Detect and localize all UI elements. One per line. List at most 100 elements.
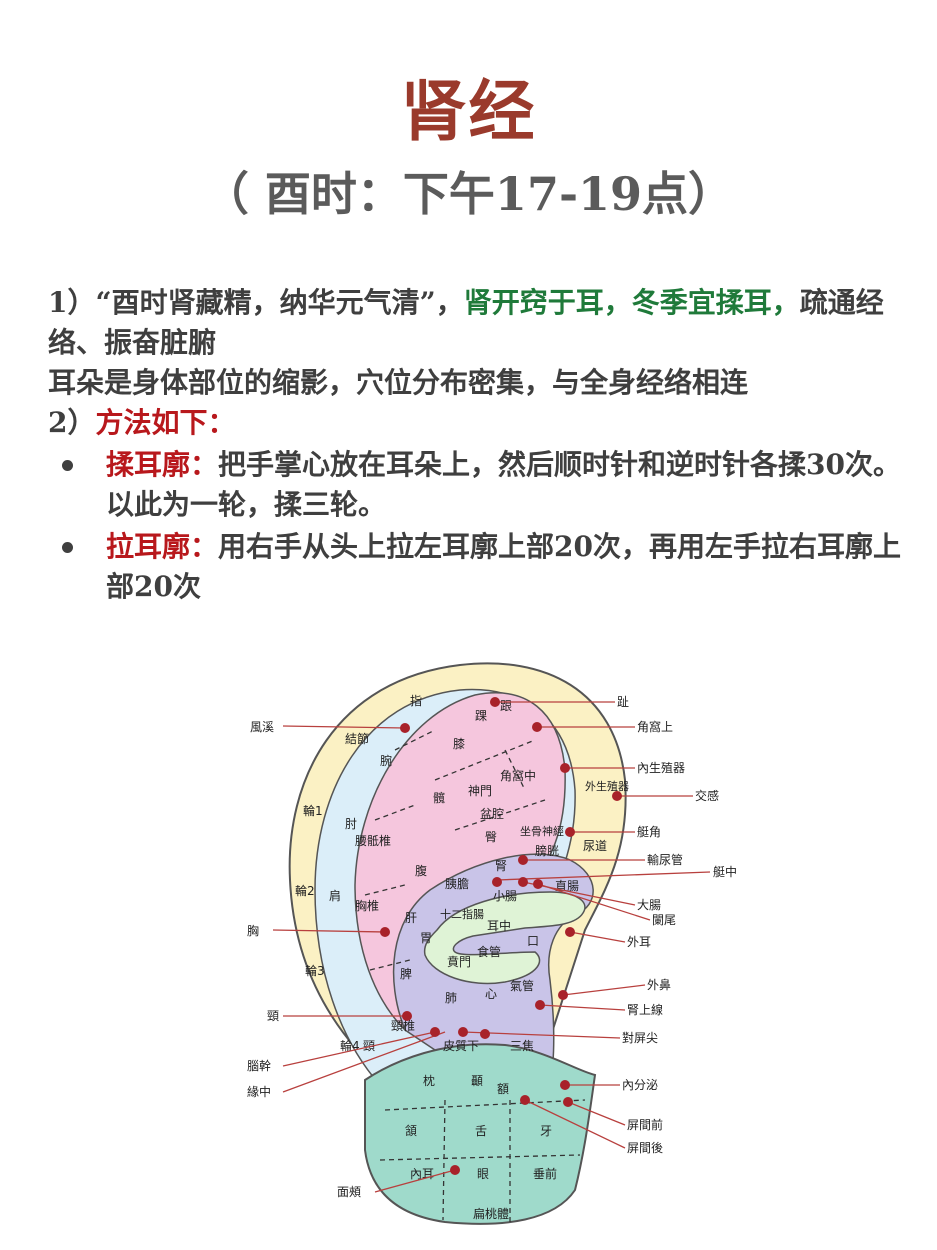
method-name: 揉耳廓： <box>106 448 219 481</box>
label-xin: 心 <box>485 987 497 1001</box>
callouts-right: 趾 角窩上 內生殖器 交感 艇角 輸尿管 艇中 大腸 闌尾 外耳 外鼻 腎上線 … <box>617 695 737 1155</box>
point-shen <box>492 877 502 887</box>
callout-jing: 頸 <box>267 1009 279 1023</box>
label-benmen: 賁門 <box>447 955 471 969</box>
label-pizhixia: 皮質下 <box>443 1038 479 1053</box>
label-niaodao: 尿道 <box>583 839 607 853</box>
point-pingjianqian <box>563 1097 573 1107</box>
point-jiaowoshang <box>532 722 542 732</box>
callout-lanwei: 闌尾 <box>652 913 676 927</box>
callout-fengxi: 風溪 <box>250 720 274 734</box>
ear-svg: 指 結節 腕 肘 肩 胸椎 頸椎 頸 輪1 輪2 輪3 輪4 踝 跟 膝 髖 神… <box>247 662 737 1225</box>
point-dachang <box>518 877 528 887</box>
concha-inner-region <box>423 891 586 985</box>
paragraph-2: 耳朵是身体部位的缩影，穴位分布密集，与全身经络相连 <box>48 366 749 399</box>
point-fengxi <box>400 723 410 733</box>
label-sanjiao: 三焦 <box>510 1039 534 1053</box>
ear-acupoint-diagram: 指 結節 腕 肘 肩 胸椎 頸椎 頸 輪1 輪2 輪3 輪4 踝 跟 膝 髖 神… <box>205 630 775 1240</box>
p1-suffix: 疏通经络、振奋脏腑 <box>48 286 884 359</box>
method-item: 拉耳廓：用右手从头上拉左耳廓上部20次，再用左手拉右耳廓上部20次 <box>48 527 928 607</box>
point-naogan <box>430 1027 440 1037</box>
label-qiguan: 氣管 <box>510 978 534 993</box>
p1-highlight: 肾开窍于耳，冬季宜揉耳， <box>463 286 800 319</box>
method-list: 揉耳廓：把手掌心放在耳朵上，然后顺时针和逆时针各揉30次。以此为一轮，揉三轮。 … <box>48 445 928 607</box>
label-jing-region: 頸 <box>363 1039 375 1053</box>
point-jiaogan <box>612 791 622 801</box>
label-chuiqian: 垂前 <box>533 1166 557 1181</box>
label-gan: 肝 <box>405 911 417 925</box>
label-jian: 肩 <box>329 888 341 903</box>
label-yan: 眼 <box>477 1167 489 1181</box>
label-kuan: 髖 <box>433 791 445 805</box>
point-jing <box>402 1011 412 1021</box>
label-lun2: 輪2 <box>295 883 315 898</box>
point-shenshangxian <box>535 1000 545 1010</box>
label-nie: 顳 <box>471 1074 483 1088</box>
label-erzhong: 耳中 <box>487 918 511 933</box>
label-wan: 腕 <box>380 753 392 768</box>
point-duipingjian <box>480 1029 490 1039</box>
label-huai: 踝 <box>475 709 487 723</box>
point-lanwei <box>533 879 543 889</box>
callout-dachang: 大腸 <box>637 898 661 912</box>
point-tingjiao <box>565 827 575 837</box>
point-zhi <box>490 697 500 707</box>
method-item: 揉耳廓：把手掌心放在耳朵上，然后顺时针和逆时针各揉30次。以此为一轮，揉三轮。 <box>48 445 928 525</box>
label-zhen: 枕 <box>423 1073 435 1088</box>
point-waibi <box>558 990 568 1000</box>
label-xi: 膝 <box>453 737 465 751</box>
callout-jiaogan: 交感 <box>695 788 719 803</box>
callout-neishengzhiqi: 內生殖器 <box>637 760 685 775</box>
callout-pingjianhou: 屏間後 <box>627 1141 663 1155</box>
label-shen: 腎 <box>495 859 507 873</box>
p3-highlight: 方法如下： <box>95 406 236 439</box>
callout-tingzhong: 艇中 <box>713 864 737 879</box>
label-zhi: 指 <box>410 693 422 708</box>
region-dividers <box>364 729 586 1222</box>
label-she: 舌 <box>475 1124 487 1138</box>
page-title: 肾经 <box>400 72 537 150</box>
label-wei: 胃 <box>420 931 432 945</box>
point-waier <box>565 927 575 937</box>
label-pi: 脾 <box>400 966 412 981</box>
point-pingjianhou <box>520 1095 530 1105</box>
callout-pingjianqian: 屏間前 <box>627 1117 663 1132</box>
label-shenmen: 神門 <box>468 784 492 798</box>
callout-jiaowoshang: 角窩上 <box>637 719 673 734</box>
label-biantaoti: 扁桃體 <box>473 1206 509 1221</box>
label-jiejie: 結節 <box>345 731 369 746</box>
label-fei: 肺 <box>445 991 457 1005</box>
callout-duipingjian: 對屏尖 <box>622 1031 658 1045</box>
callout-yuanzhong: 緣中 <box>247 1084 271 1099</box>
callout-shenshangxian: 腎上線 <box>627 1002 663 1017</box>
label-fu: 腹 <box>415 864 427 878</box>
label-jiaowozhong: 角窩中 <box>500 768 536 783</box>
label-kou: 口 <box>527 934 539 948</box>
callout-naogan: 腦幹 <box>247 1058 271 1073</box>
method-name: 拉耳廓： <box>106 530 219 563</box>
callout-lines <box>272 701 711 1193</box>
method-text: 用右手从头上拉左耳廓上部20次，再用左手拉右耳廓上部20次 <box>106 530 901 603</box>
label-shiguan: 食管 <box>477 944 501 959</box>
point-neifenmi <box>560 1080 570 1090</box>
callout-xiong: 胸 <box>247 923 259 938</box>
label-waishengzhiqi: 外生殖器 <box>585 779 629 793</box>
label-lun1: 輪1 <box>303 803 323 818</box>
label-he: 頷 <box>405 1123 417 1138</box>
label-e: 額 <box>497 1082 509 1096</box>
label-zhou: 肘 <box>345 816 357 831</box>
point-xiong <box>380 927 390 937</box>
label-yidan: 胰膽 <box>445 876 469 891</box>
label-xiaochang: 小腸 <box>493 889 517 903</box>
label-tun: 臀 <box>485 830 497 844</box>
point-yuanzhong <box>458 1027 468 1037</box>
paragraph-1: 1）“酉时肾藏精，纳华元气清”，肾开窍于耳，冬季宜揉耳，疏通经络、振奋脏腑 <box>48 283 928 363</box>
acupoints <box>380 697 622 1175</box>
label-zuogushenjing: 坐骨神經 <box>520 824 564 838</box>
callout-waier: 外耳 <box>627 935 651 949</box>
label-yaodizhui: 腰骶椎 <box>355 833 391 848</box>
article-body: 1）“酉时肾藏精，纳华元气清”，肾开窍于耳，冬季宜揉耳，疏通经络、振奋脏腑 耳朵… <box>48 283 928 607</box>
label-gen: 跟 <box>500 699 512 713</box>
point-shuniaoguan <box>518 855 528 865</box>
label-ya: 牙 <box>540 1124 552 1138</box>
